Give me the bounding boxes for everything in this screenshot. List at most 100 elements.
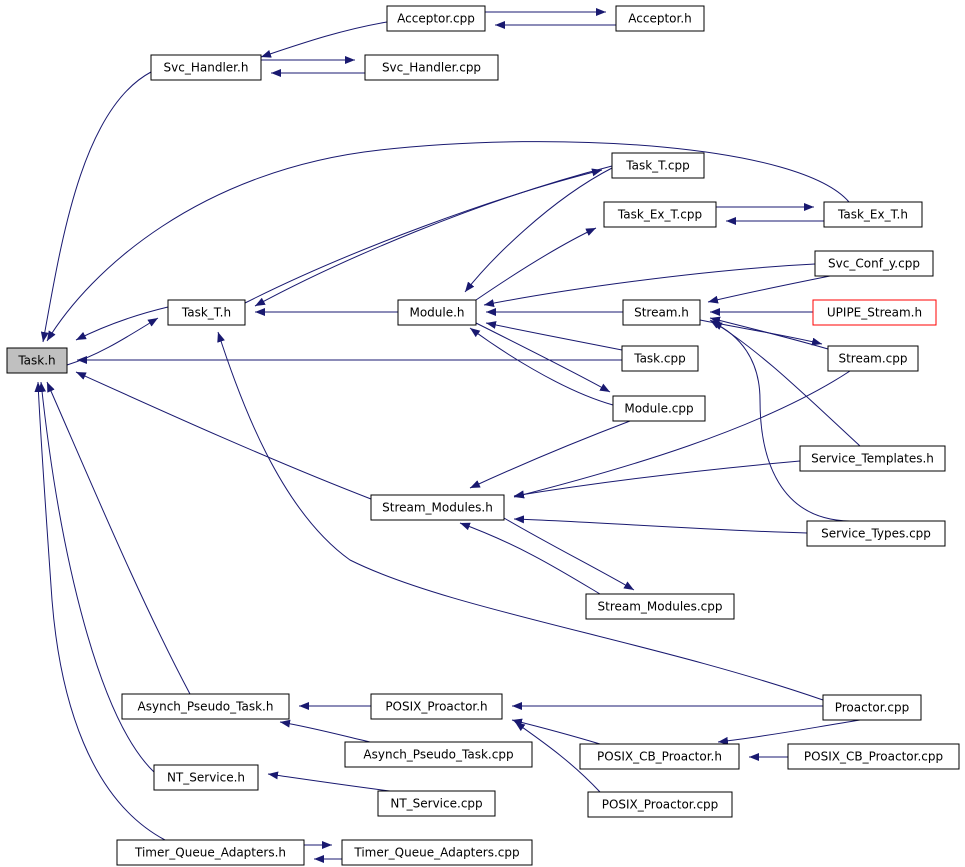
node-box <box>621 345 699 372</box>
node-box <box>153 764 259 791</box>
edge-nt-service-cpp-to-nt-service-h <box>267 771 391 792</box>
node-box <box>370 693 503 720</box>
node-proactor-cpp[interactable]: Proactor.cpp <box>822 694 922 721</box>
node-stream-modules-h[interactable]: Stream_Modules.h <box>370 494 505 521</box>
edge-task-h-to-task-t-h <box>66 317 159 366</box>
node-upipe-stream-h[interactable]: UPIPE_Stream.h <box>812 299 937 326</box>
node-label: NT_Service.cpp <box>390 797 482 811</box>
node-label: Acceptor.cpp <box>397 12 475 26</box>
node-label: Task.cpp <box>633 352 686 366</box>
edges-layer <box>34 8 861 863</box>
node-posix-cb-proactor-h[interactable]: POSIX_CB_Proactor.h <box>579 743 740 770</box>
node-label: POSIX_Proactor.cpp <box>602 798 719 812</box>
node-box <box>167 299 246 326</box>
node-stream-h[interactable]: Stream.h <box>622 299 701 326</box>
node-label: Task_T.h <box>181 306 231 320</box>
edge-stream-cpp-to-stream-modules-h <box>513 370 851 499</box>
edge-task-t-h-to-task-t-cpp <box>244 168 603 304</box>
node-box <box>370 494 505 521</box>
node-acceptor-h[interactable]: Acceptor.h <box>615 5 705 32</box>
node-box <box>622 299 701 326</box>
edge-posix-proactor-cpp-to-posix-proactor-h <box>514 721 601 793</box>
node-module-cpp[interactable]: Module.cpp <box>612 395 706 422</box>
node-asynch-pseudo-task-cpp[interactable]: Asynch_Pseudo_Task.cpp <box>344 741 533 768</box>
edge-stream-modules-h-to-task-h <box>75 371 372 500</box>
node-task-ex-t-h[interactable]: Task_Ex_T.h <box>823 201 923 228</box>
node-asynch-pseudo-task-h[interactable]: Asynch_Pseudo_Task.h <box>121 693 290 720</box>
node-acceptor-cpp[interactable]: Acceptor.cpp <box>386 5 486 32</box>
node-box <box>150 54 262 81</box>
node-box <box>611 152 705 179</box>
node-module-h[interactable]: Module.h <box>397 299 477 326</box>
node-label: Asynch_Pseudo_Task.cpp <box>363 748 513 762</box>
node-svc-handler-h[interactable]: Svc_Handler.h <box>150 54 262 81</box>
node-box <box>615 5 705 32</box>
node-box <box>386 5 486 32</box>
node-posix-proactor-h[interactable]: POSIX_Proactor.h <box>370 693 503 720</box>
edge-posix-cb-proactor-h-to-posix-proactor-h <box>511 718 601 745</box>
edge-task-t-cpp-to-module-h <box>464 167 613 293</box>
node-task-cpp[interactable]: Task.cpp <box>621 345 699 372</box>
node-box <box>812 299 937 326</box>
edge-task-t-cpp-to-task-t-h <box>254 165 613 307</box>
node-box <box>823 201 923 228</box>
edge-service-types-cpp-to-stream-modules-h <box>513 515 808 534</box>
node-box <box>799 445 946 472</box>
node-box <box>116 839 305 866</box>
node-service-types-cpp[interactable]: Service_Types.cpp <box>806 520 946 547</box>
node-label: Svc_Conf_y.cpp <box>828 257 920 271</box>
node-task-ex-t-cpp[interactable]: Task_Ex_T.cpp <box>603 201 717 228</box>
node-posix-cb-proactor-cpp[interactable]: POSIX_CB_Proactor.cpp <box>787 743 960 770</box>
node-box <box>603 201 717 228</box>
node-box <box>587 791 733 818</box>
edge-asynch-pseudo-task-cpp-to-asynch-pseudo-task-h <box>279 719 371 743</box>
node-nt-service-h[interactable]: NT_Service.h <box>153 764 259 791</box>
node-box <box>341 839 533 866</box>
node-box <box>364 54 499 81</box>
node-box <box>397 299 477 326</box>
node-timer-queue-adapters-cpp[interactable]: Timer_Queue_Adapters.cpp <box>341 839 533 866</box>
node-svc-conf-y-cpp[interactable]: Svc_Conf_y.cpp <box>814 250 934 277</box>
node-label: Svc_Handler.cpp <box>382 61 481 75</box>
node-box <box>344 741 533 768</box>
node-task-t-cpp[interactable]: Task_T.cpp <box>611 152 705 179</box>
node-box <box>787 743 960 770</box>
node-label: Stream_Modules.cpp <box>598 600 723 614</box>
node-svc-handler-cpp[interactable]: Svc_Handler.cpp <box>364 54 499 81</box>
edge-stream-modules-cpp-to-stream-modules-h <box>459 522 601 595</box>
node-stream-cpp[interactable]: Stream.cpp <box>827 345 919 372</box>
node-label: Timer_Queue_Adapters.h <box>134 846 286 860</box>
node-label: Service_Templates.h <box>811 452 934 466</box>
edge-asynch-pseudo-task-h-to-task-h <box>46 381 191 695</box>
edge-proactor-cpp-to-posix-cb-proactor-h <box>717 719 861 745</box>
node-box <box>822 694 922 721</box>
edge-timer-queue-adapters-h-to-task-h <box>34 381 166 841</box>
node-nt-service-cpp[interactable]: NT_Service.cpp <box>377 790 496 817</box>
node-label: Timer_Queue_Adapters.cpp <box>353 846 519 860</box>
edge-module-h-to-task-ex-t-cpp <box>475 227 597 301</box>
node-stream-modules-cpp[interactable]: Stream_Modules.cpp <box>585 593 735 620</box>
node-label: Svc_Handler.h <box>164 61 249 75</box>
edge-stream-cpp-to-stream-h <box>709 316 829 350</box>
edge-module-h-to-module-cpp <box>475 322 611 393</box>
edge-service-templates-h-to-stream-modules-h <box>513 460 801 499</box>
node-label: Task.h <box>17 354 55 368</box>
node-task-t-h[interactable]: Task_T.h <box>167 299 246 326</box>
node-label: Stream_Modules.h <box>382 501 493 515</box>
node-timer-queue-adapters-h[interactable]: Timer_Queue_Adapters.h <box>116 839 305 866</box>
node-box <box>612 395 706 422</box>
node-label: Module.h <box>409 306 464 320</box>
node-service-templates-h[interactable]: Service_Templates.h <box>799 445 946 472</box>
node-label: Asynch_Pseudo_Task.h <box>138 700 274 714</box>
node-label: POSIX_Proactor.h <box>385 700 487 714</box>
node-label: Task_Ex_T.h <box>837 208 908 222</box>
edge-task-cpp-to-module-h <box>485 321 623 351</box>
node-label: Module.cpp <box>624 402 693 416</box>
edge-task-ex-t-h-to-task-h <box>46 141 850 342</box>
node-label: UPIPE_Stream.h <box>827 306 922 320</box>
node-task-h: Task.h <box>6 347 68 374</box>
node-posix-proactor-cpp[interactable]: POSIX_Proactor.cpp <box>587 791 733 818</box>
node-label: NT_Service.h <box>167 771 245 785</box>
